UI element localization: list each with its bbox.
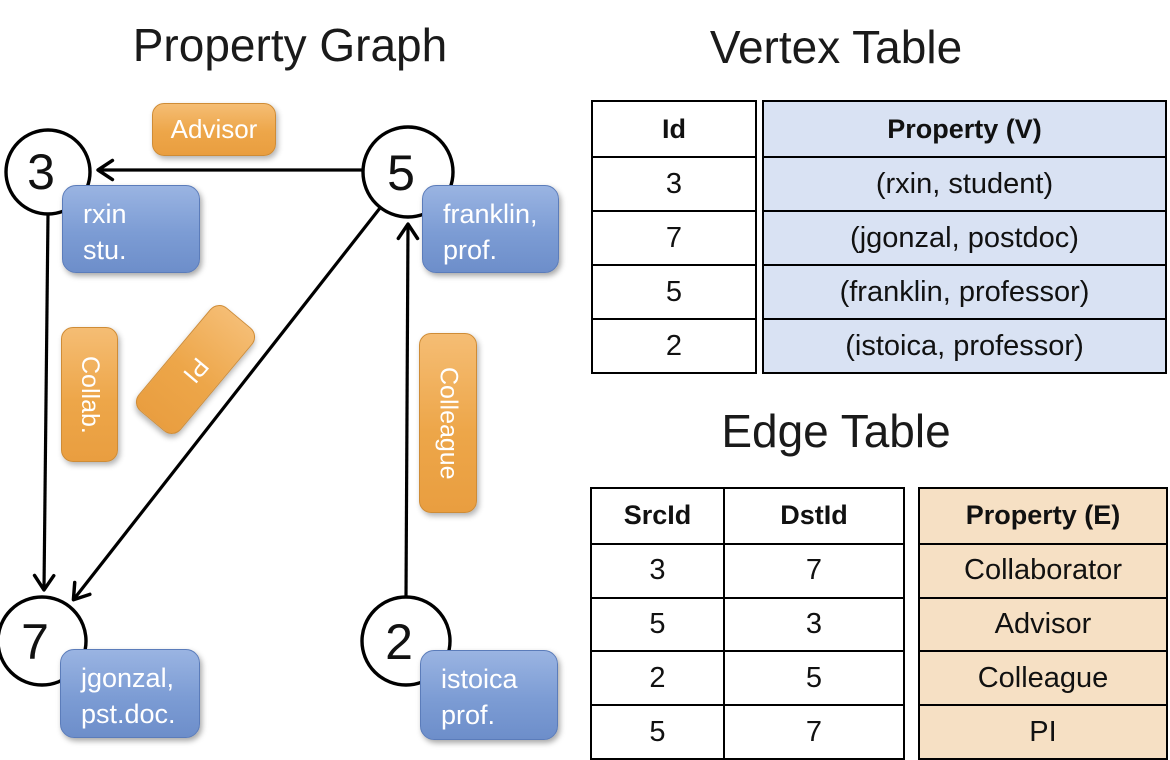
- edge-label-advisor: Advisor: [152, 103, 276, 156]
- edge-table-header-dstid: DstId: [723, 489, 903, 543]
- property-graph-title: Property Graph: [132, 19, 448, 71]
- property-graph-diagram: 3 5 7 2: [0, 125, 455, 687]
- vertex-table-property-column: Property (V) (rxin, student) (jgonzal, p…: [762, 100, 1167, 374]
- edge-collab-3-to-7: [32, 213, 56, 592]
- edge-colleague-2-to-5: [396, 222, 420, 598]
- vertex-property-2-line2: prof.: [441, 700, 496, 731]
- vertex-table-header-id: Id: [662, 113, 686, 144]
- edge-table-id-columns: SrcId DstId 3 7 5 3 2 5 5 7: [590, 487, 905, 760]
- edge-table-property-column: Property (E) Collaborator Advisor Collea…: [918, 487, 1168, 760]
- vertex-property-box-7: jgonzal, pst.doc.: [60, 649, 200, 738]
- vertex-property-7-line1: jgonzal,: [81, 663, 175, 693]
- vertex-property-box-5: franklin, prof.: [422, 185, 559, 273]
- edge-table-property-cell: Collaborator: [920, 542, 1166, 597]
- edge-table-src-cell: 3: [592, 542, 723, 597]
- edge-table-property-cell: PI: [920, 704, 1166, 758]
- vertex-property-3-line1: rxin: [83, 199, 127, 229]
- edge-label-colleague: Colleague: [419, 333, 477, 513]
- vertex-id-5: 5: [387, 145, 415, 201]
- vertex-table-id-cell: 2: [593, 318, 755, 372]
- vertex-table-property-cell: (istoica, professor): [764, 318, 1165, 372]
- edge-table-header-srcid: SrcId: [623, 500, 692, 531]
- vertex-property-7-line2: pst.doc.: [81, 699, 176, 730]
- edge-table-property-cell: Advisor: [920, 596, 1166, 651]
- edge-table-dst-cell: 3: [723, 596, 903, 651]
- vertex-property-5-line2: prof.: [443, 235, 498, 266]
- edge-label-pi-text: PI: [177, 351, 215, 388]
- vertex-property-box-3: rxin stu.: [62, 185, 200, 273]
- vertex-table-header-property: Property (V): [887, 113, 1042, 144]
- edge-table-header-property: Property (E): [965, 500, 1121, 531]
- vertex-table-property-cell: (franklin, professor): [764, 264, 1165, 318]
- vertex-table-property-cell: (jgonzal, postdoc): [764, 210, 1165, 264]
- edge-pi-5-to-7: [71, 207, 382, 602]
- vertex-table-property-cell: (rxin, student): [764, 156, 1165, 210]
- edge-table-dst-cell: 7: [723, 704, 903, 758]
- edge-table-title: Edge Table: [721, 405, 951, 457]
- vertex-property-box-2: istoica prof.: [420, 650, 558, 740]
- edge-table-src-cell: 2: [592, 650, 723, 704]
- vertex-property-5-line1: franklin,: [443, 199, 538, 229]
- vertex-table-id-cell: 5: [593, 264, 755, 318]
- vertex-table-id-cell: 7: [593, 210, 755, 264]
- vertex-id-2: 2: [385, 614, 413, 670]
- vertex-id-3: 3: [27, 144, 55, 200]
- edge-label-advisor-text: Advisor: [170, 114, 258, 144]
- vertex-property-2-line1: istoica: [441, 664, 518, 694]
- edge-table-src-cell: 5: [592, 596, 723, 651]
- edge-label-colleague-text: Colleague: [434, 366, 463, 480]
- vertex-table-id-cell: 3: [593, 156, 755, 210]
- edge-label-collab: Collab.: [61, 327, 118, 462]
- edge-table-dst-cell: 7: [723, 542, 903, 597]
- edge-table-src-cell: 5: [592, 704, 723, 758]
- edge-table-dst-cell: 5: [723, 650, 903, 705]
- vertex-id-7: 7: [21, 614, 49, 670]
- vertex-table-title: Vertex Table: [709, 21, 963, 73]
- edge-table-property-cell: Colleague: [920, 650, 1166, 704]
- vertex-table-id-column: Id 3 7 5 2: [591, 100, 757, 374]
- edge-label-collab-text: Collab.: [76, 355, 104, 434]
- vertex-property-3-line2: stu.: [83, 235, 127, 266]
